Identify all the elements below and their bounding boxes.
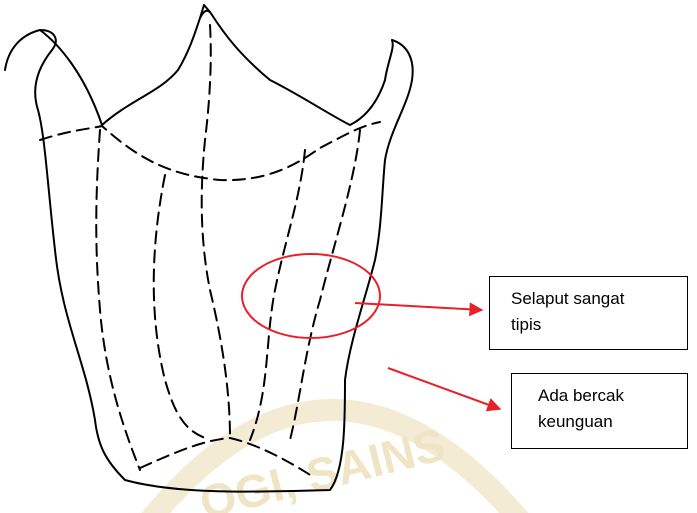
label-line-1: Selaput sangat — [511, 286, 687, 312]
arrow-to-box-1 — [355, 303, 482, 310]
ridge-rim — [40, 122, 380, 180]
outline-top-left — [40, 11, 212, 125]
ridge-right-1 — [250, 150, 305, 440]
ridge-left-2 — [154, 175, 205, 438]
outline-top-right — [212, 15, 393, 125]
highlight-ellipse — [242, 254, 380, 338]
arrow-to-box-2 — [388, 368, 500, 409]
ridge-center — [202, 25, 230, 438]
ridge-left-1 — [96, 130, 140, 470]
outline-left — [5, 30, 413, 492]
label-line-2: keunguan — [538, 409, 687, 435]
label-box-thin-membrane: Selaput sangat tipis — [489, 276, 688, 350]
watermark-seal: OGI, SAINS — [150, 410, 520, 513]
label-line-1: Ada bercak — [538, 383, 687, 409]
label-box-purple-spots: Ada bercak keunguan — [511, 373, 688, 449]
label-line-2: tipis — [511, 312, 687, 338]
